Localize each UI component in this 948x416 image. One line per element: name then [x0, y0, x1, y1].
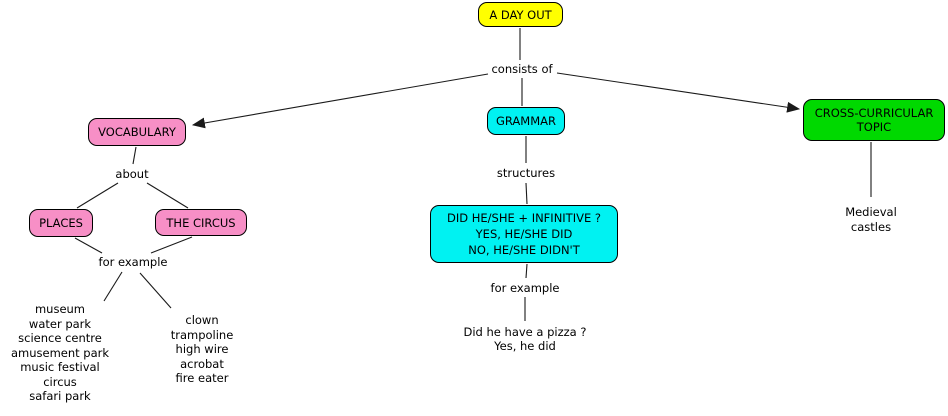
node-a-day-out[interactable]: A DAY OUT [478, 2, 563, 27]
node-the-circus[interactable]: THE CIRCUS [155, 209, 247, 236]
node-vocabulary[interactable]: VOCABULARY [88, 118, 186, 146]
edge-label-for-example-left: for example [98, 255, 168, 269]
edge-label-for-example-mid: for example [490, 281, 560, 295]
edge-label-consists-of: consists of [491, 62, 553, 76]
text-grammar-example: Did he have a pizza ? Yes, he did [463, 325, 587, 353]
text-medieval-castles: Medieval castles [845, 205, 897, 234]
node-structure-did-infinitive[interactable]: DID HE/SHE + INFINITIVE ? YES, HE/SHE DI… [430, 205, 618, 263]
edge-label-about: about [115, 167, 149, 181]
node-places[interactable]: PLACES [29, 209, 93, 237]
node-grammar[interactable]: GRAMMAR [487, 107, 565, 135]
list-places-examples: museum water park science centre amuseme… [10, 302, 110, 403]
list-circus-examples: clown trampoline high wire acrobat fire … [170, 313, 234, 385]
node-cross-curricular-topic[interactable]: CROSS-CURRICULAR TOPIC [803, 99, 945, 141]
edge-label-structures: structures [496, 166, 556, 180]
